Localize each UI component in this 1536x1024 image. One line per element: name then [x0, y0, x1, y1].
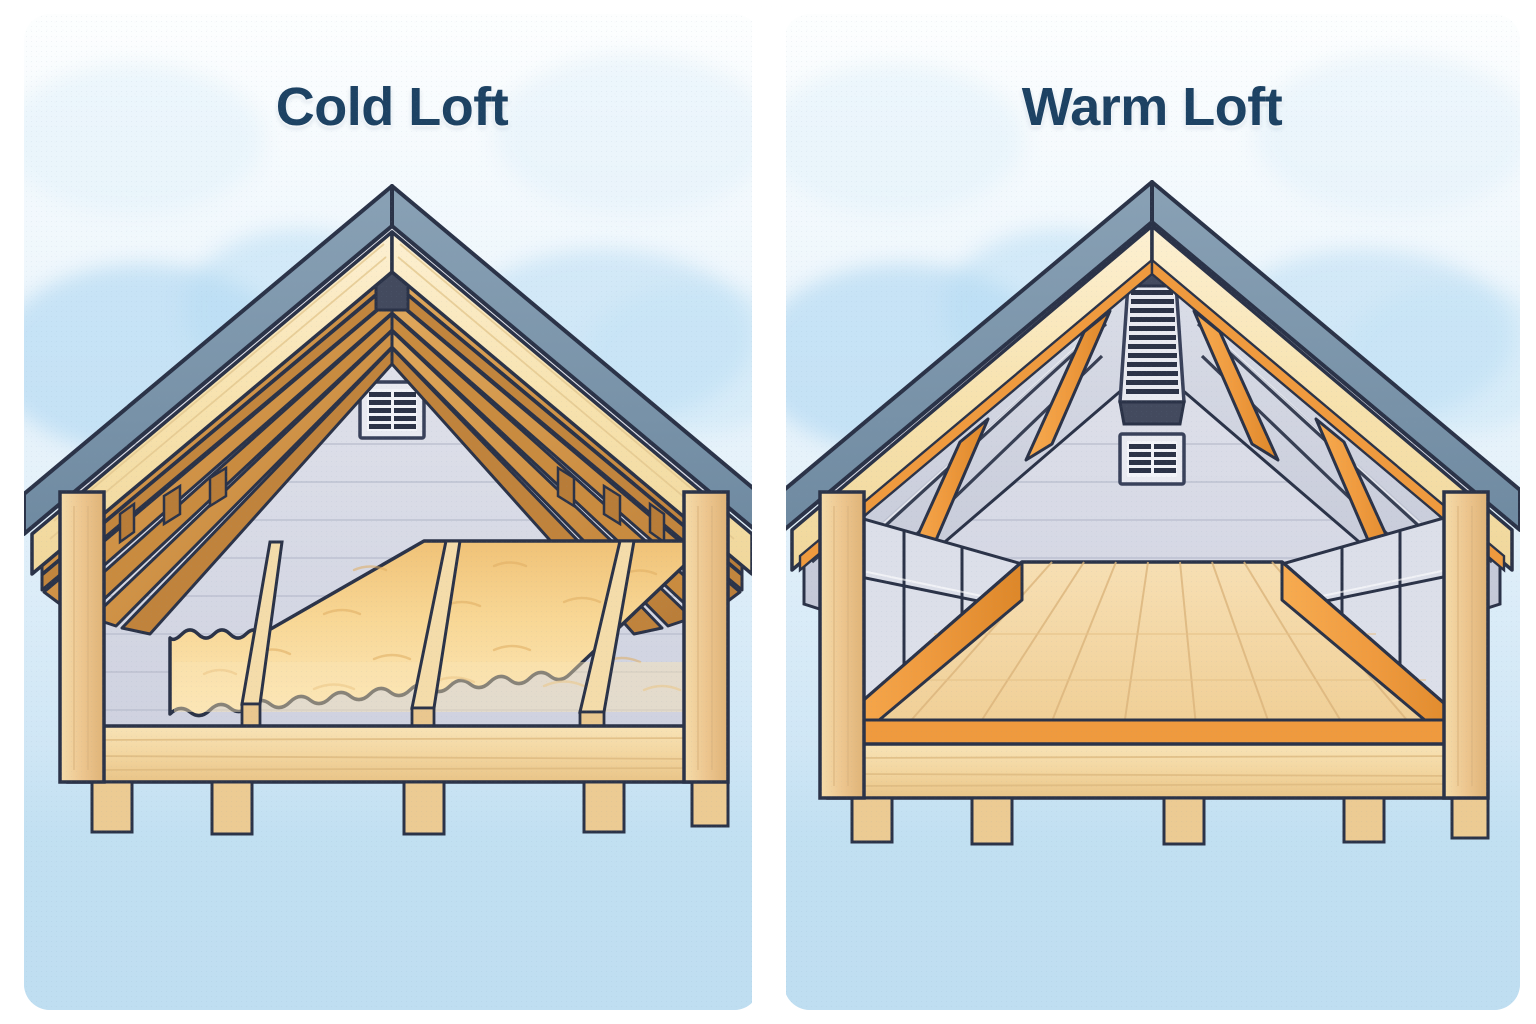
post-grain [833, 506, 1473, 786]
rafter-end-blocks-right [556, 465, 666, 545]
rafter-end-blocks-left [118, 465, 228, 545]
support-post-stubs [850, 796, 1490, 846]
fascia-grain [49, 243, 735, 540]
timber-wall-plate-beam [826, 742, 1486, 800]
panel-warm-loft: Warm Loft [784, 14, 1520, 1010]
ridge-louvre-vent-strip [1118, 282, 1186, 404]
gable-louvre-vent [358, 380, 426, 440]
ceiling-joists [240, 539, 636, 714]
slate-roof-covering [24, 184, 760, 536]
panel-title-cold-loft: Cold Loft [275, 77, 509, 137]
slate-roof-covering [784, 180, 1520, 532]
ground-plane [24, 750, 760, 1010]
cold-loft-illustration [24, 184, 760, 836]
eaves-orange-stripe [798, 257, 1506, 573]
panel-divider [752, 0, 786, 1024]
timber-wall-plate-beam [66, 724, 726, 784]
cloud-shape [494, 54, 760, 214]
corner-posts [818, 490, 1490, 800]
gable-louvre-vent [1118, 432, 1186, 486]
warm-loft-illustration [784, 180, 1520, 846]
cloud-shape [1254, 54, 1520, 214]
cloud-shape [784, 64, 1024, 214]
post-grain [73, 506, 713, 770]
support-post-stubs [90, 780, 730, 836]
panel-title-warm-loft: Warm Loft [1021, 77, 1283, 137]
cloud-shape [24, 64, 264, 214]
cream-fascia-board [790, 224, 1514, 572]
corner-posts [58, 490, 730, 784]
panel-cold-loft: Cold Loft [24, 14, 760, 1010]
